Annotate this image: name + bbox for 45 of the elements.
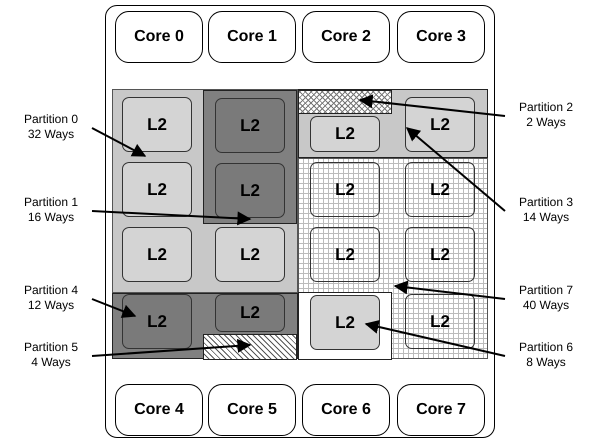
leader-arrow	[364, 320, 506, 357]
cache-box: L2	[405, 97, 475, 152]
leader-arrow	[394, 280, 506, 300]
core-box: Core 3	[397, 11, 485, 63]
cache-box: L2	[310, 116, 380, 152]
cache-box: L2	[310, 227, 380, 282]
leader-arrow	[92, 338, 252, 357]
cache-box: L2	[215, 227, 285, 282]
partition-region	[298, 90, 392, 114]
core-box: Core 7	[397, 384, 485, 436]
core-box: Core 6	[302, 384, 390, 436]
partition-region	[112, 89, 298, 293]
core-box: Core 1	[208, 11, 296, 63]
cache-box: L2	[122, 162, 192, 217]
cache-box: L2	[122, 227, 192, 282]
cache-box: L2	[310, 295, 380, 350]
cache-box: L2	[215, 98, 285, 153]
partition-region	[203, 90, 297, 224]
core-box: Core 2	[302, 11, 390, 63]
partition-label: Partition 3 14 Ways	[505, 195, 587, 227]
partition-region	[112, 293, 298, 359]
partition-label: Partition 7 40 Ways	[505, 283, 587, 315]
core-box: Core 5	[208, 384, 296, 436]
cache-box: L2	[405, 162, 475, 217]
partition-region	[298, 158, 488, 359]
partition-label: Partition 4 12 Ways	[10, 283, 92, 315]
cache-box: L2	[215, 294, 285, 332]
partition-region	[298, 89, 488, 158]
core-box: Core 4	[115, 384, 203, 436]
cache-box: L2	[215, 163, 285, 218]
partition-label: Partition 0 32 Ways	[10, 112, 92, 144]
cache-box: L2	[122, 97, 192, 152]
partition-label: Partition 1 16 Ways	[10, 195, 92, 227]
cache-box: L2	[310, 162, 380, 217]
partition-label: Partition 6 8 Ways	[505, 340, 587, 372]
partition-region	[203, 334, 297, 360]
cache-box: L2	[122, 294, 192, 349]
cache-box: L2	[405, 294, 475, 349]
partition-label: Partition 2 2 Ways	[505, 100, 587, 132]
core-box: Core 0	[115, 11, 203, 63]
partition-region	[298, 292, 392, 360]
chip-outline	[105, 5, 495, 438]
partition-label: Partition 5 4 Ways	[10, 340, 92, 372]
cache-box: L2	[405, 227, 475, 282]
leader-arrow	[92, 210, 252, 226]
